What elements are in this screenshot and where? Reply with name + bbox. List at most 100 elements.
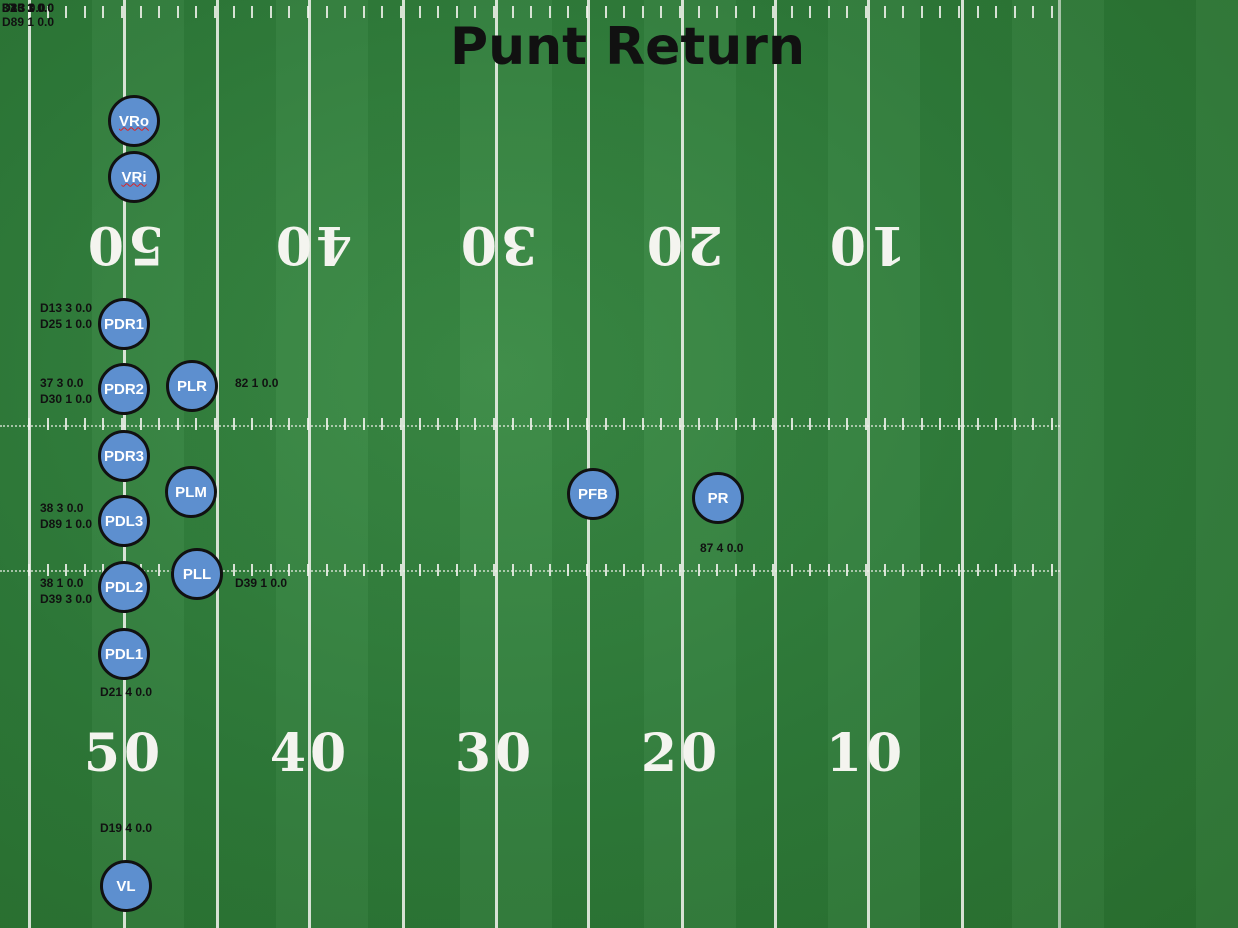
hash-mark: [251, 564, 253, 576]
hash-mark: [474, 6, 476, 18]
hash-mark: [1051, 564, 1053, 576]
hash-mark: [698, 564, 700, 576]
player-label: VRi: [121, 168, 147, 186]
hash-mark: [921, 564, 923, 576]
hash-mark: [939, 564, 941, 576]
hash-mark: [958, 418, 960, 430]
yard-line: [774, 0, 777, 928]
yard-number-top: 10: [825, 214, 907, 275]
hash-mark: [381, 6, 383, 18]
hash-mark: [233, 6, 235, 18]
corner-label: D25 1 0.0: [2, 1, 55, 15]
hash-mark: [567, 418, 569, 430]
hash-mark: [791, 6, 793, 18]
yard-number-top: 40: [271, 214, 353, 275]
hash-mark: [158, 418, 160, 430]
hash-mark: [884, 6, 886, 18]
hash-mark: [586, 418, 588, 430]
hash-mark: [567, 6, 569, 18]
hash-mark: [846, 564, 848, 576]
hash-mark: [958, 564, 960, 576]
hash-mark: [1032, 6, 1034, 18]
hash-mark: [995, 6, 997, 18]
hash-mark: [1014, 418, 1016, 430]
player-vro: VRo: [108, 95, 160, 147]
hash-mark: [363, 418, 365, 430]
player-note: 82 1 0.0: [235, 376, 279, 390]
player-pdl3: PDL3: [98, 495, 150, 547]
player-label: PDL3: [104, 512, 144, 530]
hash-mark: [177, 6, 179, 18]
hash-mark: [791, 564, 793, 576]
corner-label: 37 3 0.0: [2, 1, 46, 15]
hash-mark: [623, 6, 625, 18]
player-label: VRo: [119, 112, 149, 130]
hash-mark: [307, 6, 309, 18]
hash-marks-upper: [0, 418, 1060, 432]
hash-mark: [865, 418, 867, 430]
hash-mark: [716, 418, 718, 430]
hash-mark: [65, 418, 67, 430]
hash-mark: [270, 418, 272, 430]
hash-mark: [809, 418, 811, 430]
hash-mark: [605, 6, 607, 18]
hash-mark: [251, 6, 253, 18]
hash-mark: [102, 6, 104, 18]
hash-mark: [958, 6, 960, 18]
hash-mark: [233, 564, 235, 576]
player-label: PLM: [175, 483, 207, 501]
player-label: PDR2: [103, 380, 144, 398]
hash-mark: [642, 418, 644, 430]
hash-mark: [921, 418, 923, 430]
hash-mark: [456, 564, 458, 576]
player-label: VL: [116, 877, 136, 895]
hash-mark: [158, 564, 160, 576]
hash-mark: [28, 418, 30, 430]
hash-mark: [921, 6, 923, 18]
hash-mark: [660, 6, 662, 18]
hash-mark: [344, 418, 346, 430]
hash-mark: [772, 418, 774, 430]
hash-mark: [1014, 6, 1016, 18]
yard-line: [402, 0, 405, 928]
player-label: PDL1: [104, 645, 144, 663]
hash-mark: [586, 564, 588, 576]
hash-mark: [214, 6, 216, 18]
sideline: [1058, 0, 1061, 928]
hash-mark: [753, 418, 755, 430]
hash-mark: [939, 418, 941, 430]
hash-mark: [753, 6, 755, 18]
hash-mark: [735, 564, 737, 576]
hash-mark: [530, 564, 532, 576]
hash-mark: [381, 564, 383, 576]
hash-mark: [288, 6, 290, 18]
hash-mark: [772, 564, 774, 576]
hash-mark: [642, 564, 644, 576]
hash-mark: [419, 418, 421, 430]
hash-mark: [437, 564, 439, 576]
hash-mark: [288, 418, 290, 430]
hash-mark: [233, 418, 235, 430]
hash-mark: [28, 564, 30, 576]
hash-mark: [567, 564, 569, 576]
yard-line: [495, 0, 498, 928]
yard-line: [308, 0, 311, 928]
yard-number-bottom: 10: [825, 723, 907, 784]
player-note: 38 1 0.0: [40, 576, 84, 590]
yard-line: [681, 0, 684, 928]
hash-mark: [1051, 418, 1053, 430]
yard-line: [867, 0, 870, 928]
hash-mark: [419, 564, 421, 576]
hash-mark: [270, 564, 272, 576]
hash-mark: [474, 564, 476, 576]
player-vri: VRi: [108, 151, 160, 203]
hash-mark: [660, 564, 662, 576]
hash-mark: [716, 6, 718, 18]
hash-mark: [437, 418, 439, 430]
hash-mark: [400, 564, 402, 576]
hash-mark: [195, 6, 197, 18]
player-label: PFB: [578, 485, 608, 503]
player-label: PDR1: [103, 315, 144, 333]
corner-label: D89 1 0.0: [2, 15, 55, 29]
